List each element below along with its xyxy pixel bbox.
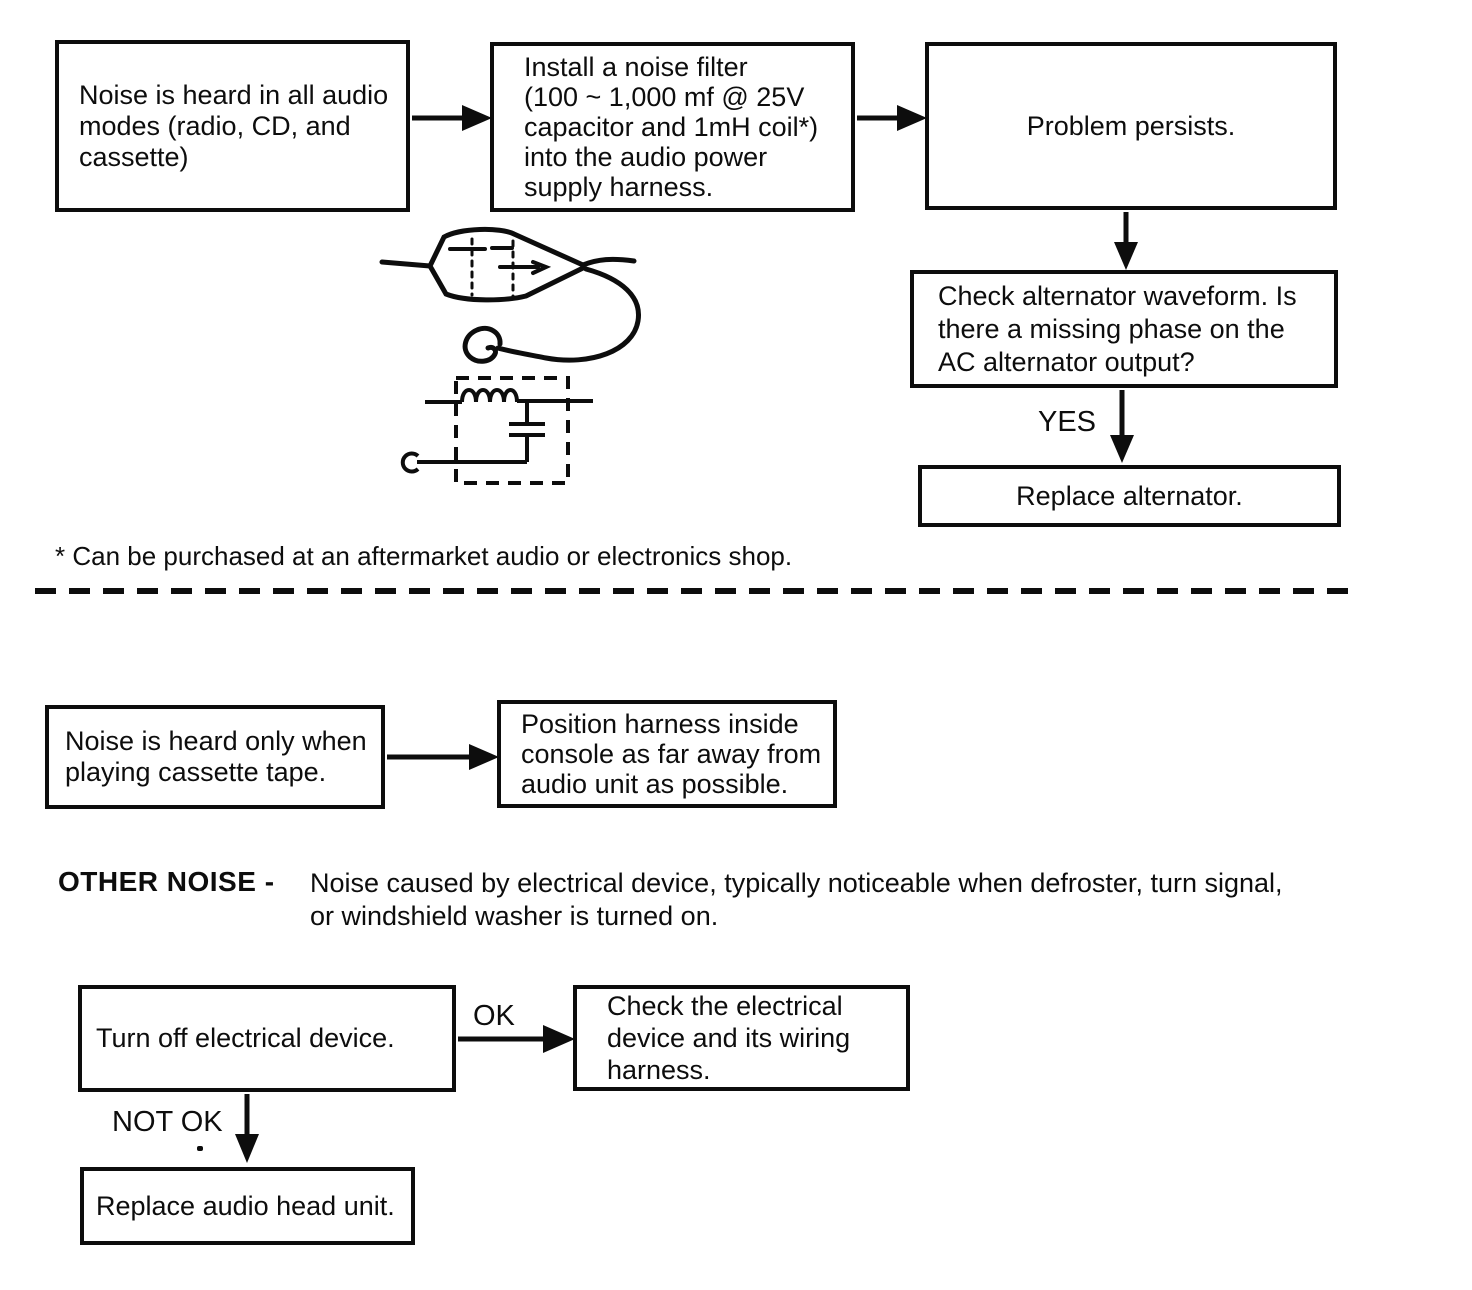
- arrow-filter-to-problem: [857, 105, 927, 131]
- box-noise-all-modes-text: Noise is heard in all audio modes (radio…: [79, 79, 389, 172]
- box-noise-all-modes: Noise is heard in all audio modes (radio…: [55, 40, 410, 212]
- noise-filter-illustration: [379, 226, 641, 485]
- schematic-coil: [460, 388, 519, 403]
- filter-pod-detail: [470, 237, 515, 301]
- schematic-ring-terminal: [400, 451, 420, 474]
- box-check-electrical-device-text: Check the electrical device and its wiri…: [607, 991, 851, 1085]
- box-turn-off-device-text: Turn off electrical device.: [96, 1023, 395, 1053]
- schematic-capacitor: [509, 401, 545, 462]
- filter-right-wire: [580, 256, 637, 268]
- arrow-noise-to-filter: [412, 105, 492, 131]
- filter-pod-detail2: [448, 246, 552, 275]
- box-install-noise-filter: Install a noise filter (100 ~ 1,000 mf @…: [490, 42, 855, 212]
- noise-filter-drawing: [379, 226, 641, 364]
- ok-label: OK: [473, 1000, 515, 1032]
- box-replace-head-unit-text: Replace audio head unit.: [96, 1190, 395, 1221]
- box-noise-cassette-only: Noise is heard only when playing cassett…: [45, 705, 385, 809]
- footnote-aftermarket: * Can be purchased at an aftermarket aud…: [55, 541, 793, 571]
- noise-filter-schematic: [400, 376, 593, 485]
- box-position-harness: Position harness inside console as far a…: [497, 700, 837, 808]
- filter-left-wire: [379, 259, 433, 269]
- schematic-dashed-box: [454, 376, 570, 485]
- box-check-electrical-device: Check the electrical device and its wiri…: [573, 985, 910, 1091]
- filter-ground-wire: [495, 266, 641, 363]
- box-noise-cassette-only-text: Noise is heard only when playing cassett…: [65, 726, 367, 787]
- arrow-cassette-to-position: [387, 744, 499, 770]
- ink-speck: [197, 1146, 203, 1151]
- box-turn-off-device: Turn off electrical device.: [78, 985, 456, 1092]
- filter-pod-outline: [427, 226, 586, 303]
- box-check-alternator: Check alternator waveform. Is there a mi…: [910, 270, 1338, 388]
- box-problem-persists: Problem persists.: [925, 42, 1337, 210]
- box-install-noise-filter-text: Install a noise filter (100 ~ 1,000 mf @…: [524, 52, 819, 202]
- yes-label: YES: [1038, 406, 1097, 438]
- arrow-check-to-replace-alternator: [1110, 390, 1134, 463]
- box-check-alternator-text: Check alternator waveform. Is there a mi…: [938, 280, 1297, 377]
- box-problem-persists-text: Problem persists.: [1026, 110, 1236, 141]
- other-noise-description: Noise caused by electrical device, typic…: [310, 868, 1283, 931]
- other-noise-heading: OTHER NOISE -: [58, 866, 275, 897]
- arrow-not-ok: [235, 1094, 259, 1163]
- box-replace-alternator-text: Replace alternator.: [1016, 480, 1243, 511]
- box-replace-head-unit: Replace audio head unit.: [80, 1167, 415, 1245]
- box-replace-alternator: Replace alternator.: [918, 465, 1341, 527]
- filter-ring-terminal: [462, 325, 503, 364]
- not-ok-label: NOT OK: [112, 1106, 223, 1138]
- arrow-problem-to-check: [1114, 212, 1138, 270]
- box-position-harness-text: Position harness inside console as far a…: [521, 709, 822, 799]
